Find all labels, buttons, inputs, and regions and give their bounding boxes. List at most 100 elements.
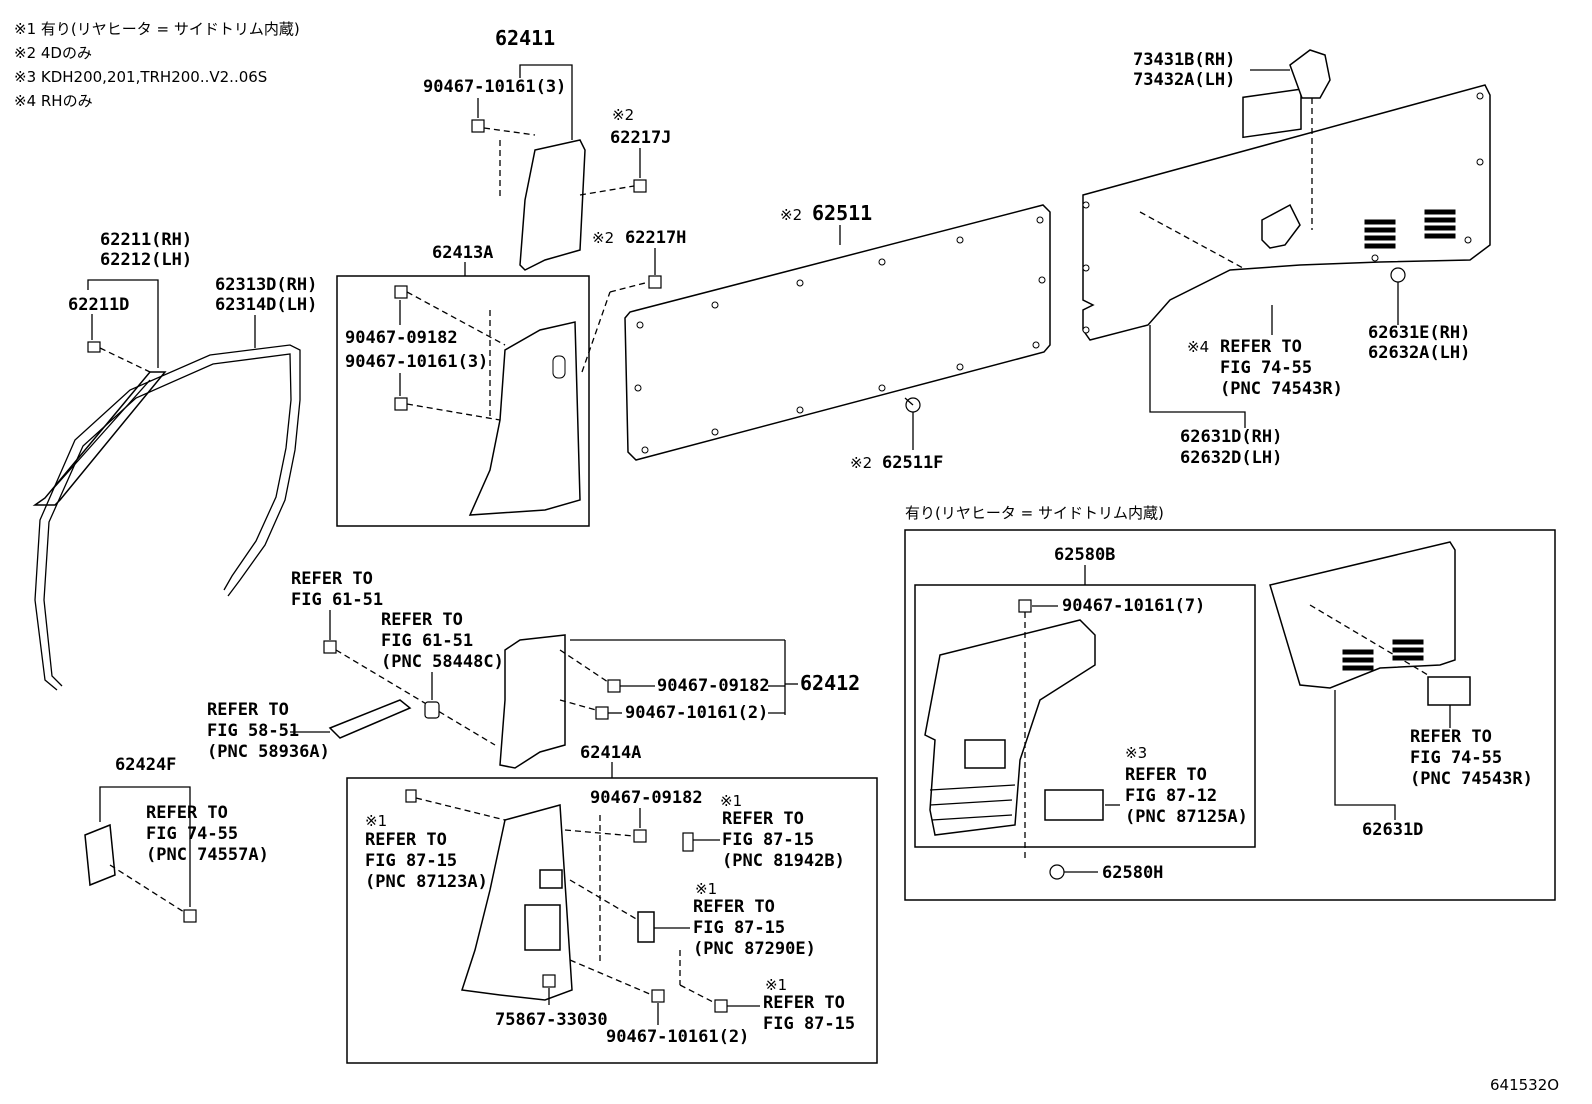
ref-61-51-b-line1: REFER TO xyxy=(381,610,463,630)
ref-87-15-b-line1: REFER TO xyxy=(722,809,804,829)
anchor-icon xyxy=(424,701,440,719)
note-4: ※4 RHのみ xyxy=(14,92,93,110)
label-62411: 62411 xyxy=(495,26,555,50)
screw-icon xyxy=(607,679,621,693)
label-62631E: 62631E(RH) xyxy=(1368,323,1470,343)
ref-58-51-line1: REFER TO xyxy=(207,700,289,720)
clip-icon xyxy=(648,275,662,289)
belt-anchor-58936A xyxy=(328,699,412,739)
ref-87-15-a-line2: FIG 87-15 xyxy=(365,851,457,871)
label-62211-rh: 62211(RH) xyxy=(100,230,192,250)
label-75867-33030: 75867-33030 xyxy=(495,1010,608,1030)
panel-holes xyxy=(634,216,1046,454)
clip-62211D xyxy=(87,341,151,373)
sensor-87290E xyxy=(637,911,655,943)
heater-trim-62580B xyxy=(924,619,1096,836)
ref-87-15-d-line2: FIG 87-15 xyxy=(763,1014,855,1034)
heater-box xyxy=(904,529,1556,901)
connector-81942B xyxy=(682,832,694,852)
ref-74-55-a-line1: REFER TO xyxy=(1220,337,1302,357)
label-73431B: 73431B(RH) xyxy=(1133,50,1235,70)
label-62632A: 62632A(LH) xyxy=(1368,343,1470,363)
label-62412: 62412 xyxy=(800,671,860,695)
label-90467-09182-b: 90467-09182 xyxy=(657,676,770,696)
ref-74-55-b-line1: REFER TO xyxy=(1410,727,1492,747)
clip-icon xyxy=(405,789,417,803)
ref-61-51-a-line2: FIG 61-51 xyxy=(291,590,383,610)
panel-holes-right xyxy=(1082,92,1484,334)
ref-74-55-c-line2: FIG 74-55 xyxy=(146,824,238,844)
heater-duct xyxy=(964,739,1006,769)
ref-87-15-b-line2: FIG 87-15 xyxy=(722,830,814,850)
ref-87-12-line2: FIG 87-12 xyxy=(1125,786,1217,806)
note-1: ※1 有り(リヤヒータ = サイドトリム内蔵) xyxy=(14,20,300,38)
screw-icon xyxy=(633,829,647,843)
label-62631D-rh: 62631D(RH) xyxy=(1180,427,1282,447)
label-62217J: 62217J xyxy=(610,128,671,148)
ref-61-51-b-line3: (PNC 58448C) xyxy=(381,652,504,672)
upper-pillar-62411 xyxy=(519,139,586,271)
screw-icon xyxy=(542,974,556,988)
ref-87-15-b-line3: (PNC 81942B) xyxy=(722,851,845,871)
cap-73431B xyxy=(1289,49,1331,99)
screw-icon xyxy=(394,397,408,411)
vent-grilles xyxy=(1364,209,1456,249)
weatherstrip-62313D xyxy=(34,344,301,691)
clip-62580H xyxy=(1049,864,1065,880)
ref-87-15-c-line3: (PNC 87290E) xyxy=(693,939,816,959)
label-62424F: 62424F xyxy=(115,755,176,775)
label-62511F: 62511F xyxy=(882,453,943,473)
screw-icon xyxy=(394,285,408,299)
label-90467-10161-2-a: 90467-10161(2) xyxy=(625,703,768,723)
ref-58-51-line3: (PNC 58936A) xyxy=(207,742,330,762)
mark-2-b: ※2 xyxy=(592,229,614,247)
pillar-garnish-62211 xyxy=(32,371,167,506)
box-62414A xyxy=(346,777,878,1064)
label-62212-lh: 62212(LH) xyxy=(100,250,192,270)
box-62580B xyxy=(914,584,1256,848)
mark-1-c: ※1 xyxy=(695,880,717,898)
label-90467-09182-a: 90467-09182 xyxy=(345,328,458,348)
mark-4: ※4 xyxy=(1187,338,1209,356)
figure-id: 641532O xyxy=(1490,1076,1559,1094)
ref-87-15-c-line1: REFER TO xyxy=(693,897,775,917)
note-2: ※2 4Dのみ xyxy=(14,44,92,62)
center-pillar-62412 xyxy=(499,634,566,769)
lower-pillar-62414A xyxy=(461,804,573,1001)
ref-74-55-c-line1: REFER TO xyxy=(146,803,228,823)
screw-icon xyxy=(651,989,665,1003)
label-90467-10161-3-b: 90467-10161(3) xyxy=(345,352,488,372)
clip-62511F xyxy=(904,397,921,413)
mark-1-d: ※1 xyxy=(765,976,787,994)
heater-box-title: 有り(リヤヒータ = サイドトリム内蔵) xyxy=(905,504,1164,522)
label-62313D-rh: 62313D(RH) xyxy=(215,275,317,295)
label-62580B: 62580B xyxy=(1054,545,1115,565)
vent-grilles-heater xyxy=(1342,639,1424,671)
heater-vent xyxy=(524,904,561,951)
bolt-icon xyxy=(323,640,337,654)
ref-87-12-line1: REFER TO xyxy=(1125,765,1207,785)
note-3: ※3 KDH200,201,TRH200..V2..06S xyxy=(14,68,267,86)
label-90467-10161-2-b: 90467-10161(2) xyxy=(606,1027,749,1047)
ref-74-55-a-line3: (PNC 74543R) xyxy=(1220,379,1343,399)
ref-61-51-a-line1: REFER TO xyxy=(291,569,373,589)
mark-3: ※3 xyxy=(1125,744,1147,762)
label-62211D: 62211D xyxy=(68,295,129,315)
cap-icon xyxy=(183,909,197,923)
clip-62631E xyxy=(1390,267,1406,283)
label-90467-10161-3-top: 90467-10161(3) xyxy=(423,77,566,97)
box-62413A xyxy=(336,275,590,527)
label-62580H: 62580H xyxy=(1102,863,1163,883)
ref-74-55-b-line3: (PNC 74543R) xyxy=(1410,769,1533,789)
screw-icon xyxy=(471,119,485,133)
mark-1-b: ※1 xyxy=(720,792,742,810)
label-62413A: 62413A xyxy=(432,243,493,263)
cover-plate xyxy=(1242,88,1302,139)
center-pillar-lower-62413A xyxy=(468,321,581,516)
clip-62424F xyxy=(84,823,116,887)
grille-87125A xyxy=(1044,789,1104,821)
mark-1-a: ※1 xyxy=(365,812,387,830)
label-62631D: 62631D xyxy=(1362,820,1423,840)
clip-icon xyxy=(714,999,728,1013)
